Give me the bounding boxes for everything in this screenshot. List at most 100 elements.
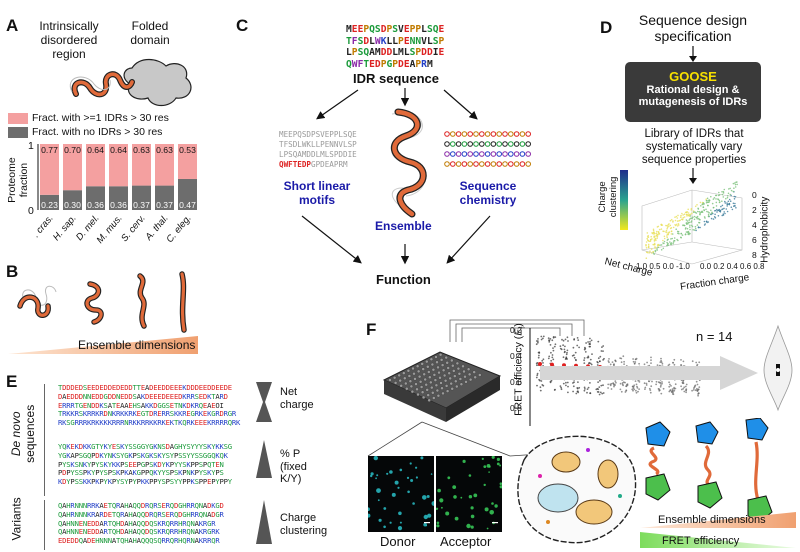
- cell-spot: [452, 485, 457, 489]
- library-point: [728, 198, 731, 201]
- cell-spot: [462, 459, 466, 463]
- fret-point: [549, 344, 552, 346]
- fret-point: [633, 362, 636, 365]
- slim-sequence-line: LPSQAMDDLMLSPDDIE: [279, 150, 357, 159]
- plate-well: [429, 357, 434, 361]
- fret-point: [659, 381, 661, 384]
- library-point: [691, 212, 693, 214]
- fret-point: [622, 381, 625, 383]
- plate-well: [408, 379, 413, 383]
- fret-point: [626, 384, 629, 387]
- idr-sequence-line: LPSQAMDDLMLSPDDIE: [346, 47, 445, 58]
- library-point: [679, 219, 681, 222]
- plate-well: [436, 365, 440, 370]
- fret-point: [597, 388, 600, 391]
- chem-dot: [455, 161, 462, 167]
- library-point: [705, 208, 707, 211]
- idr-label-line3: region: [52, 46, 86, 61]
- library-point: [736, 181, 738, 183]
- plate-well: [446, 366, 450, 370]
- y-tick: 0.0: [700, 262, 714, 271]
- library-point: [667, 238, 669, 241]
- library-point: [735, 207, 737, 209]
- fret-point: [644, 386, 647, 389]
- fret-point: [611, 361, 614, 363]
- e-charge-clust-line2: clustering: [280, 524, 328, 537]
- bar-with-idr: [63, 144, 82, 191]
- library-point: [695, 229, 697, 232]
- cell-spot: [376, 488, 381, 493]
- fret-point: [632, 360, 635, 363]
- bar-bottom-label: 0.36: [87, 200, 104, 210]
- library-point: [681, 212, 683, 215]
- library-point: [715, 194, 718, 197]
- chem-dot: [513, 141, 520, 147]
- plate-well: [431, 391, 435, 395]
- cell-spot: [439, 498, 444, 503]
- fret-point: [542, 384, 545, 387]
- library-point: [670, 233, 673, 235]
- fret-point: [614, 380, 617, 382]
- fret-point: [672, 391, 674, 394]
- fret-point: [622, 355, 625, 358]
- ensemble-chain-4: [179, 271, 187, 333]
- fret-point: [576, 344, 579, 347]
- fret-point: [584, 351, 587, 353]
- plate-well: [439, 358, 444, 362]
- chem-dot: [525, 161, 531, 167]
- summary-violin: [763, 324, 793, 412]
- fret-point: [682, 382, 684, 385]
- slim-label-line2: motifs: [299, 192, 335, 207]
- fret-point: [562, 382, 565, 385]
- panel-a-letter: A: [6, 16, 19, 35]
- fret-point: [648, 380, 650, 383]
- fret-point: [562, 344, 564, 347]
- bar-bottom-label: 0.47: [179, 200, 196, 210]
- library-point: [666, 236, 668, 239]
- y-tick: 0.4: [726, 262, 741, 271]
- library-point: [658, 244, 660, 247]
- library-point: [724, 200, 726, 203]
- plate-well: [425, 359, 429, 364]
- plate-well: [453, 374, 457, 378]
- chem-dot: [450, 151, 456, 157]
- fret-point: [589, 382, 591, 384]
- library-point: [720, 205, 722, 208]
- ensemble-illustration: [391, 108, 427, 218]
- library-point: [689, 226, 691, 228]
- z-tick: 6: [752, 235, 757, 245]
- library-point: [697, 226, 700, 229]
- fret-point: [537, 356, 540, 359]
- idr-ghost-1: [69, 76, 111, 93]
- library-point: [698, 218, 701, 221]
- library-point: [734, 202, 736, 205]
- library-point: [722, 196, 725, 198]
- fret-eff-label: FRET efficiency: [662, 535, 740, 547]
- library-point: [692, 216, 694, 218]
- fret-point: [573, 338, 576, 340]
- fret-point: [562, 356, 565, 359]
- plate-well: [430, 362, 435, 367]
- fret-point: [576, 337, 579, 339]
- goose-sub-line1: Rational design &: [646, 84, 740, 96]
- cell-spot: [488, 471, 490, 473]
- library-point: [727, 200, 730, 203]
- plate-well: [403, 376, 407, 380]
- library-point: [660, 228, 663, 230]
- fret-point: [600, 384, 603, 387]
- bar-top-label: 0.77: [41, 145, 58, 155]
- library-point: [666, 226, 669, 228]
- fret-point: [674, 383, 677, 386]
- fret-point: [659, 385, 662, 388]
- library-point: [645, 247, 648, 249]
- library-point: [691, 217, 693, 220]
- fret-point: [587, 356, 590, 359]
- library-point: [653, 236, 655, 239]
- library-point: [687, 222, 689, 225]
- proline-seq-line: KDYPSSKKPKPYKPYSYPYPKKPPYSPSYYPPKSPPEPYP…: [58, 477, 232, 487]
- cell-spot: [378, 518, 382, 522]
- chem-dot: [484, 151, 491, 157]
- plate-well: [432, 373, 437, 377]
- construct-mid: [695, 421, 723, 509]
- plate-well: [399, 384, 403, 388]
